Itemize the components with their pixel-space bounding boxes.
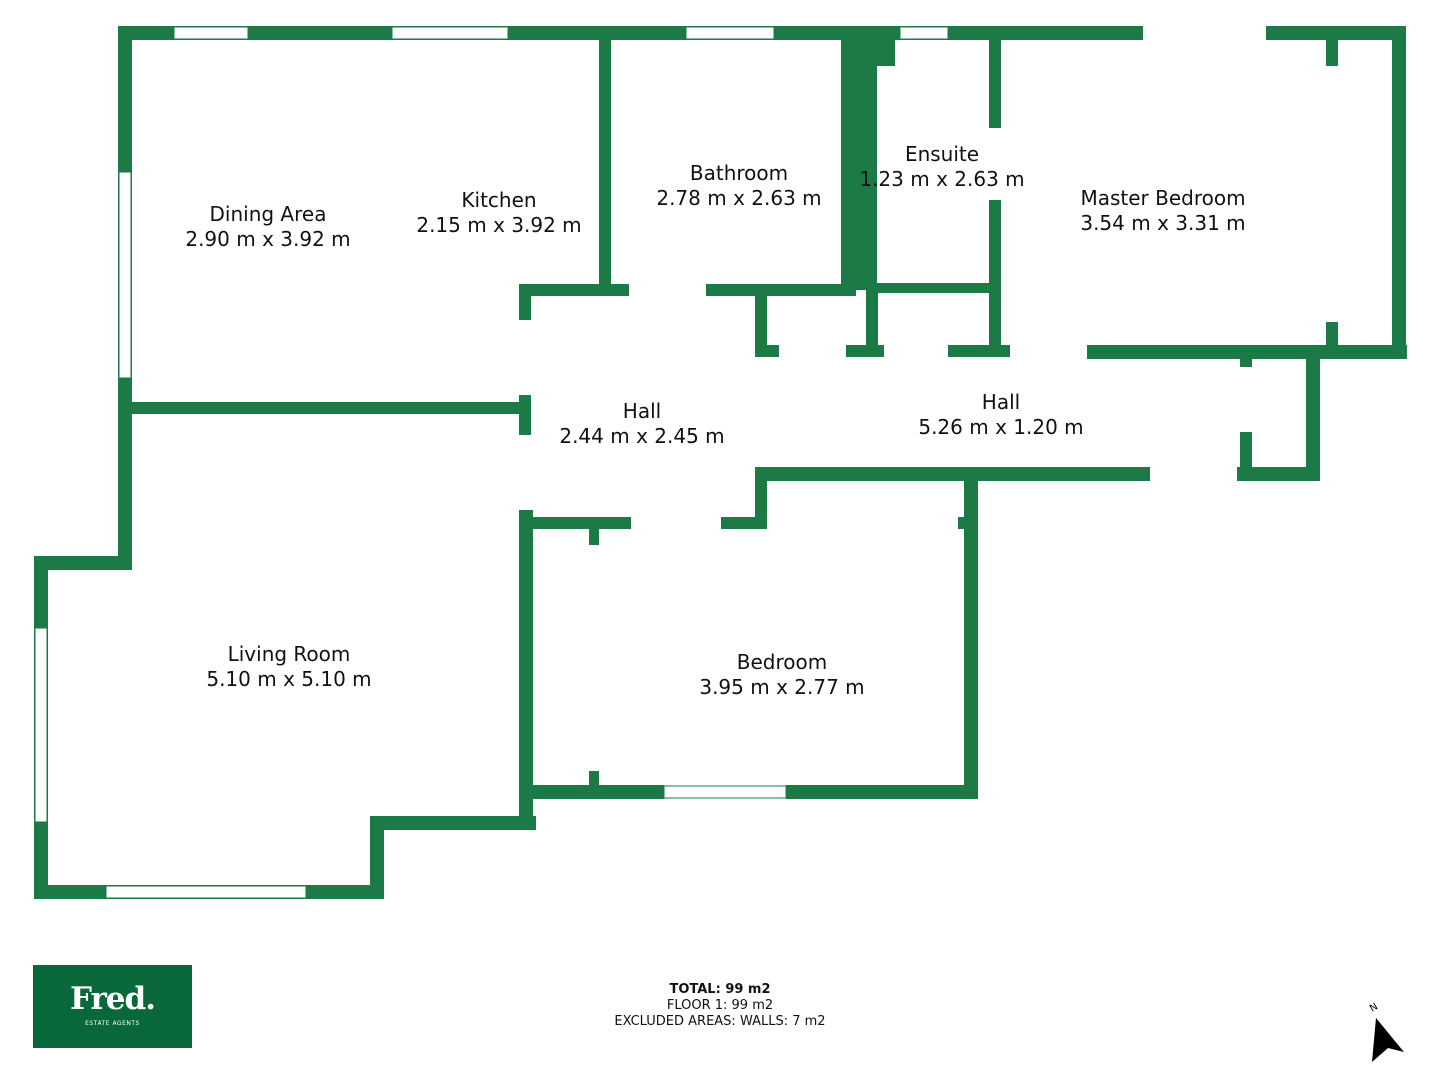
room-size: 5.26 m x 1.20 m — [918, 415, 1083, 439]
excluded-area: EXCLUDED AREAS: WALLS: 7 m2 — [614, 1014, 826, 1029]
room-size: 3.54 m x 3.31 m — [1080, 211, 1245, 235]
room-name: Bathroom — [690, 161, 788, 185]
room-size: 3.95 m x 2.77 m — [699, 675, 864, 699]
room-name: Bedroom — [737, 650, 827, 674]
room-size: 1.23 m x 2.63 m — [859, 167, 1024, 191]
room-size: 2.15 m x 3.92 m — [416, 213, 581, 237]
room-size: 2.90 m x 3.92 m — [185, 227, 350, 251]
floor-area: FLOOR 1: 99 m2 — [666, 998, 774, 1013]
area-totals: TOTAL: 99 m2 FLOOR 1: 99 m2 EXCLUDED ARE… — [560, 982, 880, 1030]
room-name: Kitchen — [461, 188, 536, 212]
room-name: Ensuite — [905, 142, 979, 166]
room-size: 2.78 m x 2.63 m — [656, 186, 821, 210]
room-size: 5.10 m x 5.10 m — [206, 667, 371, 691]
room-size: 2.44 m x 2.45 m — [559, 424, 724, 448]
room-labels: Dining Area 2.90 m x 3.92 m Kitchen 2.15… — [185, 142, 1245, 699]
walls — [34, 26, 1407, 899]
compass-label: N — [1368, 1001, 1380, 1014]
room-name: Hall — [623, 399, 661, 423]
logo-subtitle: ESTATE AGENTS — [85, 1020, 140, 1027]
room-name: Dining Area — [210, 202, 327, 226]
windows — [34, 26, 1337, 899]
room-name: Living Room — [228, 642, 351, 666]
company-logo: Fred. ESTATE AGENTS — [33, 965, 192, 1048]
room-name: Hall — [982, 390, 1020, 414]
logo-name: Fred. — [70, 981, 156, 1017]
north-arrow-icon: N — [1368, 1001, 1404, 1062]
total-area: TOTAL: 99 m2 — [669, 982, 771, 997]
room-name: Master Bedroom — [1080, 186, 1245, 210]
